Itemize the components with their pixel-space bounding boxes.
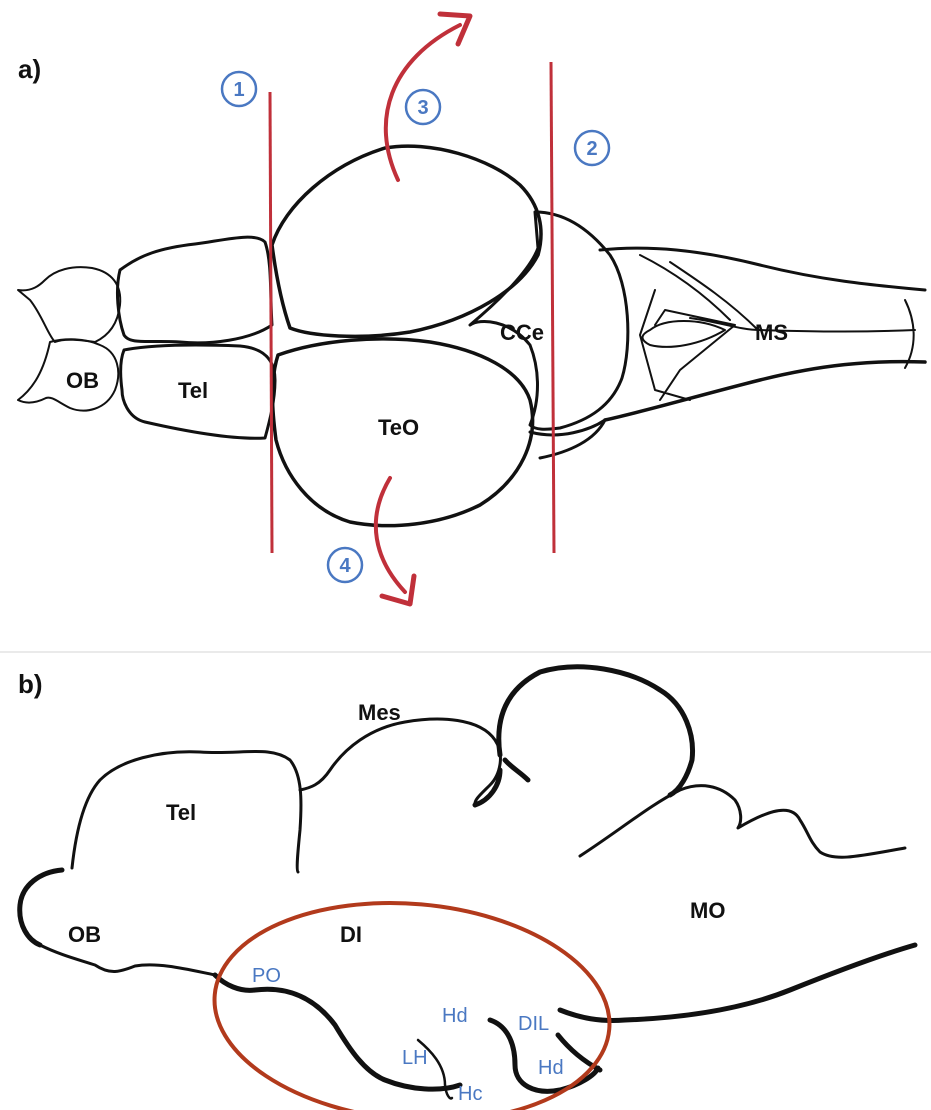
- section-line-1: [270, 92, 272, 553]
- label-b-mo: MO: [690, 898, 725, 923]
- label-a-cce: CCe: [500, 320, 544, 345]
- arrow-4-head: [382, 576, 414, 604]
- label-b-ob: OB: [68, 922, 101, 947]
- hindbrain-lower-contour: [605, 362, 925, 420]
- label-b-hd-upper: Hd: [442, 1005, 468, 1027]
- label-b-po: PO: [252, 965, 281, 987]
- label-b-hd-lower: Hd: [538, 1057, 564, 1079]
- olfactory-bulb-contour: [20, 870, 62, 945]
- marker-4-number: 4: [339, 555, 351, 577]
- section-line-2: [551, 62, 554, 553]
- marker-3: 3: [406, 90, 440, 124]
- telencephalon-upper: [117, 237, 272, 343]
- marker-2-number: 2: [586, 138, 597, 160]
- optic-tectum-upper: [272, 146, 541, 336]
- label-a-ms: MS: [755, 320, 788, 345]
- mesencephalon-contour: [300, 719, 500, 805]
- label-a-tel: Tel: [178, 378, 208, 403]
- marker-1: 1: [222, 72, 256, 106]
- marker-1-number: 1: [233, 79, 244, 101]
- label-b-hc: Hc: [458, 1083, 482, 1105]
- mesencephalon-ridge: [475, 760, 528, 805]
- ventral-contour: [215, 945, 915, 1089]
- marker-4: 4: [328, 548, 362, 582]
- hindbrain-upper-contour: [600, 248, 925, 290]
- cerebellar-folds: [580, 786, 905, 858]
- olfactory-bulb-upper: [18, 267, 120, 342]
- corpus-cerebelli: [470, 212, 628, 429]
- label-a-teo: TeO: [378, 415, 419, 440]
- cerebellum-contour: [499, 667, 693, 795]
- label-b-mes: Mes: [358, 700, 401, 725]
- panel-b-label: b): [18, 669, 43, 699]
- marker-3-number: 3: [417, 97, 428, 119]
- label-b-lh: LH: [402, 1047, 428, 1069]
- label-b-tel: Tel: [166, 800, 196, 825]
- label-a-ob: OB: [66, 368, 99, 393]
- dorsal-brain-outline: [18, 146, 925, 526]
- lateral-brain-outline: [20, 667, 915, 1099]
- marker-2: 2: [575, 131, 609, 165]
- arrow-4: [376, 478, 405, 592]
- label-b-di: DI: [340, 922, 362, 947]
- panel-a-label: a): [18, 54, 41, 84]
- label-b-dil: DIL: [518, 1013, 549, 1035]
